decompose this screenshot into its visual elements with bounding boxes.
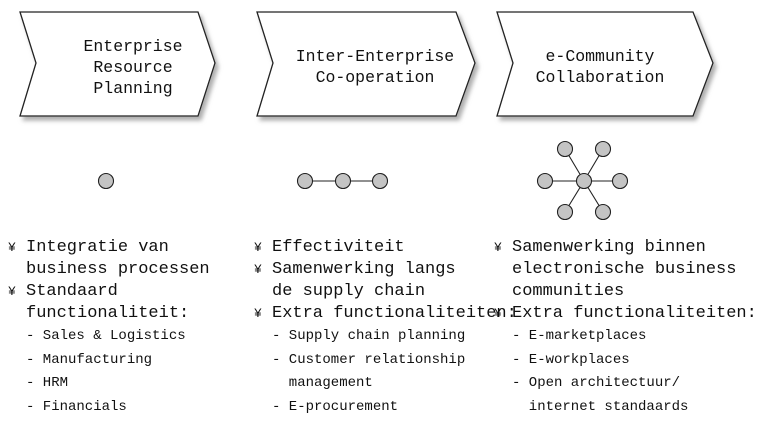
network-node [611,172,629,190]
bullet-item: ¥ Effectiviteit [254,237,517,259]
sub-item: - E-procurement [272,398,399,415]
chevron-title-inter-enterprise: Inter-Enterprise Co-operation [295,47,455,87]
network-node [371,172,389,190]
chevron-title-erp: Enterprise Resource Planning [83,37,183,98]
bullet-item: ¥ Standaard functionaliteit: [8,281,210,325]
sub-item: - E-workplaces [512,351,630,368]
column-e-community: ¥ Samenwerking binnen electronische busin… [494,237,757,419]
bullet-item: ¥ Integratie van business processen [8,237,210,281]
diagram-canvas [19,11,714,221]
bullet-item: ¥ Extra functionaliteiten: [494,303,757,325]
network-node [594,203,612,221]
network-node [594,140,612,158]
network-node [334,172,352,190]
network-node-single [97,172,115,190]
bullet-marker: ¥ [254,306,262,321]
sub-item: - Customer relationship management [272,351,466,392]
network-node [556,140,574,158]
bullet-marker: ¥ [8,240,16,255]
sub-item: - Financials [26,398,127,415]
bullet-text: Extra functionaliteiten: [272,304,517,323]
bullet-text: Standaard functionaliteit: [26,282,190,323]
sub-item: - Supply chain planning [272,328,466,344]
bullet-text: Integratie van business processen [26,238,210,279]
sub-item: - Sales & Logistics [26,328,186,344]
sub-item: - Manufacturing [26,351,153,368]
chevron-e-community [496,11,714,117]
bullet-marker: ¥ [254,240,262,255]
bullet-item: ¥Extra functionaliteiten: [254,303,517,325]
chevron-title-e-community: e-Community Collaboration [535,47,665,87]
column-erp: ¥ Integratie van business processen ¥ Stan… [8,237,210,419]
bullet-text: Samenwerking binnen electronische busine… [512,238,737,301]
chevron-inter-enterprise [256,11,476,117]
bullet-marker: ¥ [494,306,502,321]
bullet-marker: ¥ [8,284,16,299]
sub-item: - HRM [26,375,69,391]
bullet-item: ¥ Samenwerking langs de supply chain [254,259,517,303]
network-hub-node [575,172,593,190]
bullet-text: Samenwerking langs de supply chain [272,260,456,301]
bullet-marker: ¥ [494,240,502,255]
bullet-item: ¥ Samenwerking binnen electronische busin… [494,237,757,303]
network-node [536,172,554,190]
sub-item: - E-marketplaces [512,328,647,344]
network-node [556,203,574,221]
column-inter-enterprise: ¥ Effectiviteit ¥ Samenwerking langs de su… [254,237,517,419]
bullet-marker: ¥ [254,262,262,277]
network-node [296,172,314,190]
chevron-erp [19,11,216,117]
sub-item: - Open architectuur/ internet standaards [512,375,689,415]
bullet-text: Effectiviteit [272,238,405,257]
bullet-text: Extra functionaliteiten: [512,304,757,323]
